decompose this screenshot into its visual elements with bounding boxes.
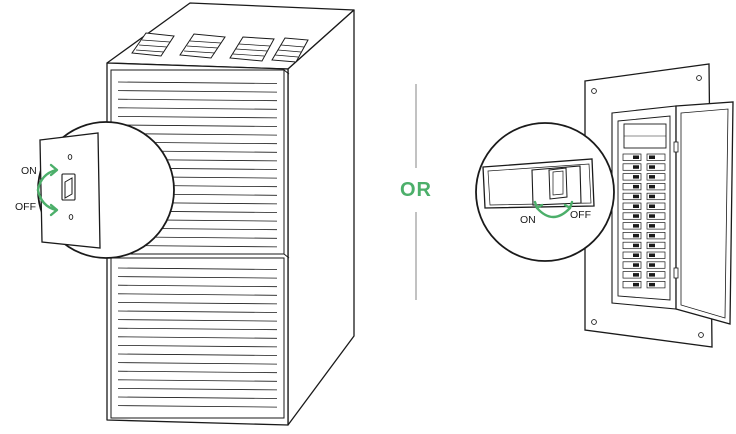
cabinet-side [288,10,354,425]
breaker-toggle [633,175,639,179]
breaker-toggle [649,214,655,218]
breaker-toggle [649,224,655,228]
breaker-toggle [633,244,639,248]
breaker-toggle [633,205,639,209]
breaker-toggle [633,156,639,160]
breaker-toggle [649,234,655,238]
breaker-toggle [649,205,655,209]
breaker-toggle [633,234,639,238]
breaker-toggle [649,273,655,277]
breaker-toggle [633,165,639,169]
door-hinge-bottom [674,268,678,278]
light-switch-callout: ON OFF [15,122,174,258]
breaker-toggle [633,273,639,277]
breaker-toggle [649,185,655,189]
breaker-toggle [649,175,655,179]
breaker-toggle [649,254,655,258]
breaker-toggle [649,283,655,287]
or-label: OR [400,179,432,201]
breaker-toggle [633,195,639,199]
breaker-toggle [633,254,639,258]
breaker-toggle [633,263,639,267]
breaker-toggle [633,283,639,287]
breaker-callout: ON OFF [476,123,614,261]
toggle-lever [65,178,72,198]
breaker-toggle [633,185,639,189]
breaker-toggle [633,224,639,228]
breaker-off-label: OFF [570,209,591,221]
breaker-toggle [633,214,639,218]
door-hinge-top [674,142,678,152]
switch-off-label: OFF [15,201,36,213]
panel-door [676,102,733,324]
breaker-toggle [649,263,655,267]
switch-on-label: ON [21,165,37,177]
breaker-toggle [649,156,655,160]
or-separator: OR [400,84,432,300]
breaker-toggle [649,195,655,199]
breaker-on-label: ON [520,214,536,226]
breaker-toggle [649,165,655,169]
breaker-toggle [649,244,655,248]
